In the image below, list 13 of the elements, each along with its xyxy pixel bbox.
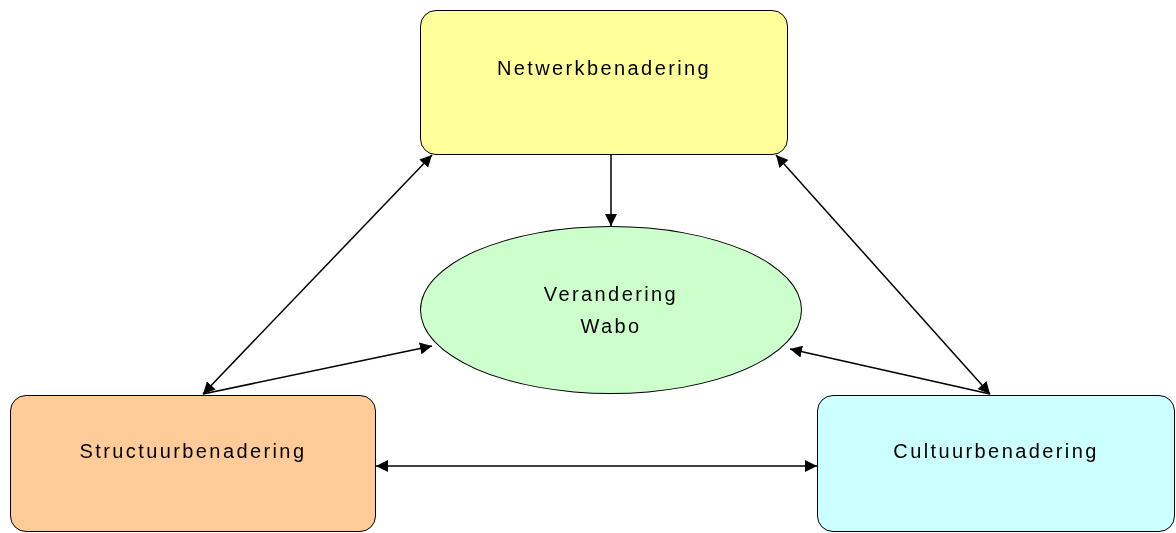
process-box	[420, 10, 788, 155]
process-box	[817, 395, 1175, 532]
arrow	[789, 345, 991, 395]
arrow	[375, 460, 818, 472]
node-label: Cultuurbenadering	[893, 438, 1099, 464]
arrow	[202, 342, 433, 395]
node-label: Netwerkbenadering	[496, 55, 712, 81]
process-box	[10, 395, 376, 532]
arrow	[202, 154, 433, 395]
arrow	[775, 154, 991, 395]
arrow	[605, 154, 617, 227]
node-label: Structuurbenadering	[79, 438, 307, 464]
node-label: Verandering Wabo	[542, 282, 680, 339]
